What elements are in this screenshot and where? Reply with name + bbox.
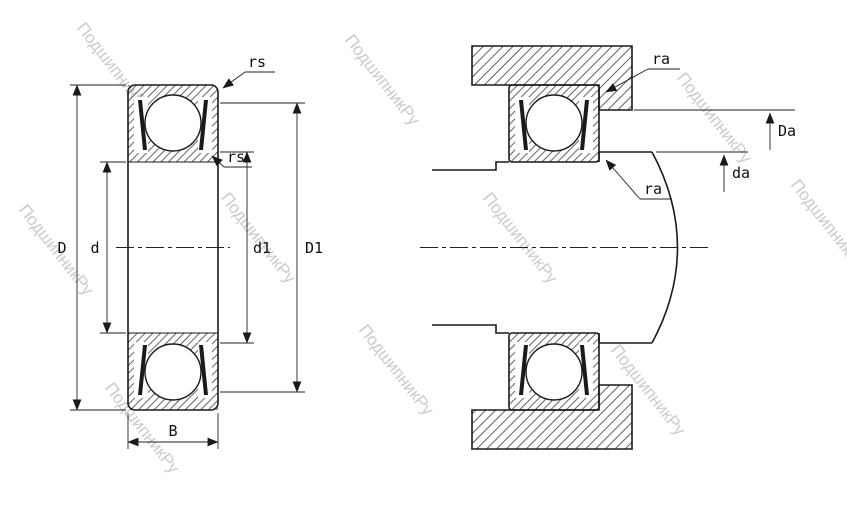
dim-D1: D1 [220, 102, 323, 393]
mounted-bearing [508, 84, 600, 411]
shield [138, 345, 147, 395]
dim-ra-inner: ra [605, 159, 672, 200]
shield [580, 345, 589, 395]
watermark-text: ПодшипникРу [355, 321, 438, 420]
dim-da: da [656, 151, 750, 192]
ball-bottom [144, 343, 202, 401]
dim-label-ra: ra [652, 50, 670, 68]
dim-label-ra: ra [644, 180, 662, 198]
shield [138, 100, 147, 150]
shield [580, 100, 589, 150]
dim-d: d [90, 161, 126, 334]
watermark-text: ПодшипникРу [673, 69, 756, 168]
shield [199, 100, 208, 150]
leader-line [222, 71, 246, 89]
shaft-shoulder-bottom [598, 333, 652, 344]
right-view-mounting [420, 45, 712, 450]
leader-line [605, 159, 641, 200]
dim-Da: Da [634, 109, 796, 150]
shield [199, 345, 208, 395]
dim-ra-top: ra [605, 50, 680, 93]
dim-rs-inner: rs [211, 148, 252, 168]
dim-label-d: d [90, 239, 99, 257]
watermark-text: ПодшипникРу [341, 31, 424, 130]
ball-bottom [525, 343, 583, 401]
dim-label-Da: Da [778, 122, 796, 140]
dim-B: B [127, 413, 219, 449]
shaft-left-bottom-edge [432, 324, 509, 334]
dim-label-D: D [57, 239, 66, 257]
dim-label-d1: d1 [253, 239, 271, 257]
left-view-dimensions: D d d1 D1 B [57, 53, 323, 449]
bearing-top-outline [508, 84, 600, 163]
shaft-left-top-edge [432, 161, 509, 171]
shield [519, 345, 528, 395]
left-view-bearing-section [116, 84, 230, 411]
right-view-dimensions: ra ra Da da [605, 50, 796, 200]
leader-line [211, 155, 225, 168]
shield [519, 100, 528, 150]
dim-D: D [57, 84, 126, 411]
bearing-bottom-outline [508, 332, 600, 411]
ball-top [144, 94, 202, 152]
dim-d1: d1 [220, 151, 271, 344]
dim-label-rs: rs [248, 53, 266, 71]
watermark-text: ПодшипникРу [479, 189, 562, 288]
dim-label-rs: rs [227, 148, 245, 166]
leader-line [605, 68, 649, 93]
dim-label-da: da [732, 164, 750, 182]
watermark-text: ПодшипникРу [15, 201, 98, 300]
ball-top [525, 94, 583, 152]
dim-label-D1: D1 [305, 239, 323, 257]
dim-rs-top: rs [222, 53, 275, 89]
dim-label-B: B [168, 422, 177, 440]
watermark-text: ПодшипникРу [787, 176, 847, 275]
